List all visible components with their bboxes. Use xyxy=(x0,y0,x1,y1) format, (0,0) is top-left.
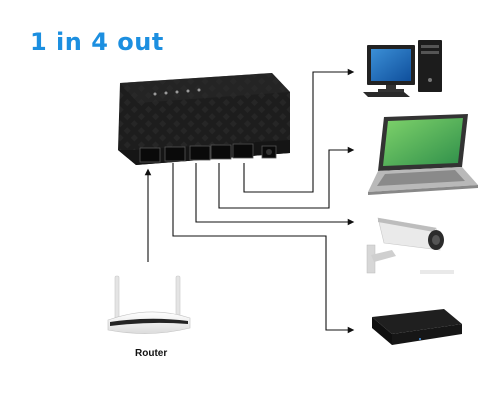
power-port-icon xyxy=(261,145,277,159)
switch-to-desktop-line xyxy=(243,68,355,193)
switch-to-camera-line xyxy=(195,163,355,226)
diagram-title: 1 in 4 out xyxy=(30,28,164,56)
desktop-computer-icon xyxy=(363,40,442,97)
laptop-icon xyxy=(368,114,478,195)
ethernet-port-icon xyxy=(139,143,254,163)
connection-lines xyxy=(144,68,355,334)
tv-box-icon xyxy=(372,309,462,345)
router-icon xyxy=(107,275,191,334)
switch-to-tvbox-line xyxy=(172,163,355,334)
router-label: Router xyxy=(135,348,168,359)
status-led-icon xyxy=(153,88,201,96)
network-switch-icon xyxy=(118,73,290,165)
security-camera-icon xyxy=(366,217,454,274)
switch-to-laptop-line xyxy=(218,146,355,209)
